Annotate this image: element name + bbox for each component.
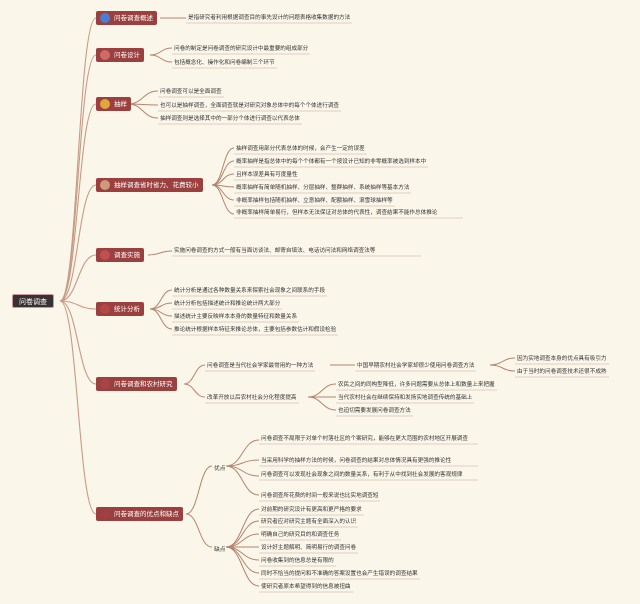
people-icon — [100, 250, 110, 260]
connector-line — [147, 250, 173, 256]
leaf-text: 对前期的研究设计有更高和更严格的要求 — [261, 507, 362, 513]
connector-line — [59, 103, 97, 302]
connector-line — [225, 508, 260, 548]
leaf-text: 设计好主题解明、简明易行的调查问卷 — [261, 545, 357, 551]
leaf-text: 问卷调查是当代社会学家最常用的一种方法 — [207, 363, 314, 369]
connector-line — [225, 546, 260, 587]
leaf-text: 抽样调查用部分代表总体的时候，会产生一定的误差 — [236, 146, 365, 152]
leaf-text: 明确自己的研究目的和调查任务 — [261, 532, 340, 538]
connector-line — [211, 184, 235, 215]
leaf-text: 是指研究者利用根据调查目的事先设计的问题表格收集数据的方法 — [188, 15, 351, 21]
leaf-text: 农民之间的同构型降低，许多问题需要从总体上和数量上来把握 — [338, 382, 495, 388]
leaf-text: 描述统计主要反映样本本身的数量特征和数量关系 — [174, 314, 298, 320]
connector-line — [59, 54, 97, 302]
connector-line — [307, 396, 337, 411]
connector-line — [183, 383, 206, 398]
gear-icon — [100, 99, 110, 109]
stats-icon — [100, 304, 110, 314]
connector-line — [59, 300, 97, 385]
branch-label: 抽样调查省时省力、花费较小 — [114, 181, 199, 189]
branch-label: 问卷调查的优点和缺点 — [114, 510, 179, 518]
leaf-text: 抽样调查则是选择其中的一部分个体进行调查以代表总体 — [160, 116, 300, 122]
connector-line — [225, 439, 260, 467]
connector-line — [211, 147, 235, 186]
branch-label: 统计分析 — [114, 305, 140, 313]
connector-line — [185, 465, 213, 515]
connector-line — [225, 465, 260, 496]
branch-label: 抽样 — [114, 100, 127, 108]
balance-icon — [100, 509, 110, 519]
connector-line — [185, 513, 213, 548]
connector-line — [307, 383, 337, 398]
leaf-text: 概率抽样是指总体中的每个个体都有一个按设计已知的非零概率被选到样本中 — [236, 159, 427, 165]
connector-line — [149, 47, 173, 56]
branch-implementation[interactable]: 调查实施 — [96, 248, 144, 262]
leaf-text: 统计分析包括描述统计和推论统计两大部分 — [174, 301, 281, 307]
leaf-text: 问卷调查可以是全面调查 — [160, 89, 222, 95]
leaf-text: 也迫切需要发展问卷调查方法 — [338, 408, 411, 414]
leaf-text: 实施问卷调查的方式一般有当面访谈法、邮寄自填法、电话访问法和网络调查法等 — [174, 248, 376, 254]
branch-pros-cons[interactable]: 问卷调查的优点和缺点 — [96, 507, 183, 521]
connector-line — [489, 364, 516, 372]
cons-label[interactable]: 缺点 — [214, 547, 226, 553]
branch-overview[interactable]: 问卷调查概述 — [96, 11, 157, 25]
branch-design[interactable]: 问卷设计 — [96, 48, 144, 62]
branch-label: 问卷调查概述 — [114, 14, 153, 22]
pros-label[interactable]: 优点 — [214, 466, 226, 472]
globe-icon — [100, 13, 110, 23]
branch-sampling[interactable]: 抽样 — [96, 97, 131, 111]
leaf-text: 因为实地调查本身的优点具有吸引力 — [517, 356, 607, 362]
connector-line — [183, 364, 206, 385]
leaf-text: 也可以是抽样调查，全面调查就是对研究对象总体中的每个个体进行调查 — [160, 103, 340, 109]
leaf-text: 概率抽样有简单随机抽样、分层抽样、整群抽样、系统抽样等基本方法 — [236, 185, 410, 191]
leaf-text: 当代农村社会在继续保持和发扬实地调查传统的基础上 — [338, 395, 473, 401]
leaf-text: 问卷收集到的信息总是有限的 — [261, 558, 334, 564]
branch-statistics[interactable]: 统计分析 — [96, 302, 144, 316]
leaf-text: 推论统计根据样本特征来推论总体，主要包括参数估计和假设检验 — [174, 327, 337, 333]
branch-label: 问卷调查和农村研究 — [114, 380, 173, 388]
leaf-text: 非概率抽样包括随机抽样、立意抽样、配额抽样、滚雪球抽样等 — [236, 198, 393, 204]
leaf-text: 且样本误差具有可度量性 — [236, 172, 298, 178]
branch-sampling-cost[interactable]: 抽样调查省时省力、花费较小 — [96, 178, 203, 192]
connector-line — [149, 54, 173, 63]
leaf-text: 研究者应对研究主题有全面深入的认识 — [261, 519, 357, 525]
connector-line — [127, 103, 159, 119]
pencil-icon — [100, 50, 110, 60]
connector-line — [59, 300, 97, 310]
connector-line — [127, 90, 159, 105]
chart-icon — [100, 180, 110, 190]
leaf-text: 问卷调查所花费的时间一般来说也比实地调查短 — [261, 493, 379, 499]
connector-line — [149, 308, 173, 330]
leaf-text: 问卷调查可以发现社会现象之间的数量关系，有利于从中找到社会发展的客观规律 — [261, 472, 463, 478]
connector-line — [59, 17, 97, 302]
connector-line — [211, 160, 235, 186]
leaf-text: 同时不恰当的提问和不准确的答案设置也会产生错误的调查结果 — [261, 571, 418, 577]
house-icon — [100, 379, 110, 389]
leaf-text: 由于当时的问卷调查技术还很不成熟 — [517, 369, 607, 375]
branch-label: 问卷设计 — [114, 51, 140, 59]
connector-line — [59, 300, 97, 515]
leaf-text: 问卷调查不局限于对单个村落社区的个案研究，能够在更大范围的农村地区开展调查 — [261, 436, 468, 442]
connector-line — [59, 184, 97, 302]
branch-rural-research[interactable]: 问卷调查和农村研究 — [96, 377, 177, 391]
leaf-text: 非概率抽样简单易行，但样本无法保证对总体的代表性，调查结果不能作总体推论 — [236, 210, 438, 216]
connector-line — [489, 357, 516, 366]
leaf-text: 改革开放以后农村社会分化程度提高 — [207, 395, 297, 401]
connector-line — [59, 254, 97, 302]
leaf-text: 使研究者原本希望得到的信息被扭曲 — [261, 584, 351, 590]
leaf-text: 当采用科学的抽样方法的时候，问卷调查的结果对总体情况具有更强的推论性 — [261, 458, 452, 464]
branch-label: 调查实施 — [114, 251, 140, 259]
leaf-text: 中国早期农村社会学家却很少使用问卷调查方法 — [357, 363, 475, 369]
leaf-text: 统计分析是通过各种数量关系来探索社会现象之间联系的手段 — [174, 288, 326, 294]
leaf-text: 包括概念化、操作化和问卷编制三个环节 — [174, 60, 275, 66]
connector-line — [225, 533, 260, 548]
leaf-text: 问卷的制定是问卷调查的研究设计中最重要的组成部分 — [174, 46, 309, 52]
root-node[interactable]: 问卷调查 — [12, 294, 54, 308]
